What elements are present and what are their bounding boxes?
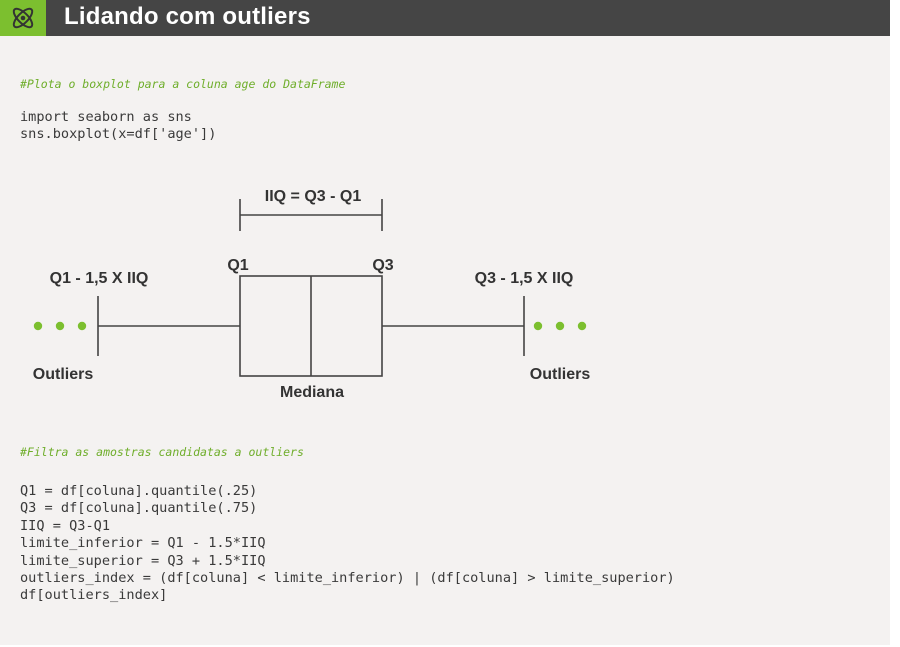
code-line: limite_superior = Q3 + 1.5*IIQ bbox=[20, 552, 266, 569]
median-label: Mediana bbox=[280, 384, 344, 401]
code-line: Q3 = df[coluna].quantile(.75) bbox=[20, 500, 258, 517]
right-outliers-label: Outliers bbox=[530, 366, 591, 383]
code-line: sns.boxplot(x=df['age']) bbox=[20, 126, 217, 143]
outlier-dot bbox=[33, 321, 43, 331]
page-title: Lidando com outliers bbox=[64, 3, 311, 30]
boxplot-diagram: IIQ = Q3 - Q1 Q1 Q3 Q1 - 1,5 X IIQ Q3 - … bbox=[33, 188, 591, 401]
code-line: outliers_index = (df[coluna] < limite_in… bbox=[20, 570, 675, 587]
iiq-label: IIQ = Q3 - Q1 bbox=[265, 188, 362, 205]
atom-icon bbox=[12, 7, 34, 29]
logo bbox=[0, 0, 46, 36]
code-line: Q1 = df[coluna].quantile(.25) bbox=[20, 483, 258, 499]
code-block-filter: Q1 = df[coluna].quantile(.25)Q3 = df[col… bbox=[20, 483, 675, 605]
upper-fence-label: Q3 - 1,5 X IIQ bbox=[475, 270, 574, 287]
outlier-dot bbox=[77, 321, 87, 331]
code-line: import seaborn as sns bbox=[20, 109, 192, 125]
code-line: limite_inferior = Q1 - 1.5*IIQ bbox=[20, 535, 266, 552]
lower-fence-label: Q1 - 1,5 X IIQ bbox=[50, 270, 149, 287]
code-line: IIQ = Q3-Q1 bbox=[20, 517, 111, 534]
code-comment-filter: #Filtra as amostras candidatas a outlier… bbox=[20, 445, 304, 459]
q3-label: Q3 bbox=[372, 257, 393, 274]
code-comment-boxplot: #Plota o boxplot para a coluna age do Da… bbox=[20, 77, 346, 91]
header-bar: Lidando com outliers bbox=[0, 0, 890, 36]
q1-label: Q1 bbox=[227, 257, 248, 274]
outlier-dot bbox=[533, 321, 543, 331]
left-outliers-label: Outliers bbox=[33, 366, 94, 383]
outlier-dot bbox=[577, 321, 587, 331]
outlier-dot bbox=[55, 321, 65, 331]
code-line: df[outliers_index] bbox=[20, 587, 168, 604]
outlier-dot bbox=[555, 321, 565, 331]
